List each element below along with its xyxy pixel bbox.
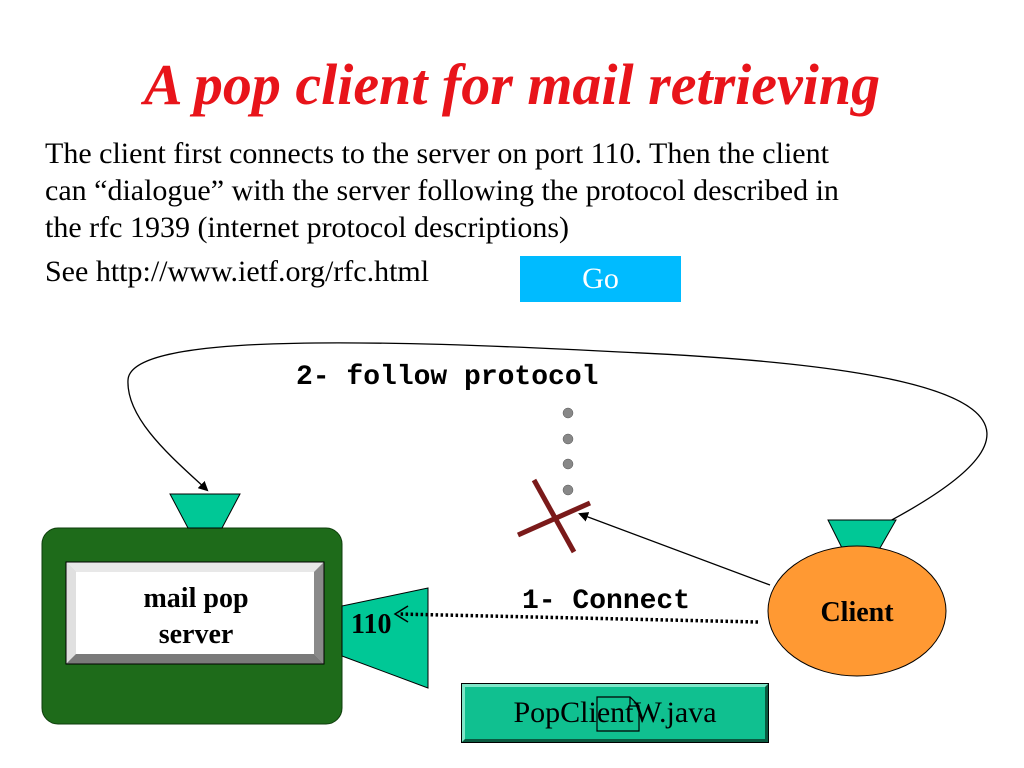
server-label-line1: mail pop bbox=[143, 583, 248, 614]
port-label: 110 bbox=[351, 609, 391, 640]
description-line-1: The client first connects to the server … bbox=[45, 137, 829, 170]
server-label-box bbox=[65, 561, 325, 665]
connect-arrow bbox=[397, 612, 759, 624]
source-file-label: PopClientW.java bbox=[513, 696, 717, 729]
description-text: The client first connects to the server … bbox=[45, 135, 1005, 246]
step2-label: 2- follow protocol bbox=[296, 362, 598, 393]
protocol-arc-arrow bbox=[127, 342, 988, 523]
document-icon bbox=[596, 696, 640, 732]
server-top-funnel bbox=[169, 493, 241, 529]
description-line-3: the rfc 1939 (internet protocol descript… bbox=[45, 211, 570, 244]
ellipsis-dots bbox=[562, 407, 574, 496]
server-label-line2: server bbox=[159, 619, 234, 650]
client-to-cross-arrow bbox=[578, 512, 771, 586]
go-button[interactable]: Go bbox=[520, 256, 681, 302]
blocked-cross-icon bbox=[516, 478, 592, 554]
source-file-button[interactable]: PopClientW.java bbox=[461, 683, 769, 743]
connect-arrow-head bbox=[393, 605, 409, 623]
client-top-funnel bbox=[827, 519, 897, 549]
client-label: Client bbox=[820, 597, 894, 628]
client-node bbox=[767, 545, 947, 677]
step1-label: 1- Connect bbox=[522, 586, 690, 617]
rfc-link-text[interactable]: See http://www.ietf.org/rfc.html bbox=[45, 255, 430, 288]
slide-title: A pop client for mail retrieving bbox=[143, 52, 881, 117]
description-line-2: can “dialogue” with the server following… bbox=[45, 174, 839, 207]
